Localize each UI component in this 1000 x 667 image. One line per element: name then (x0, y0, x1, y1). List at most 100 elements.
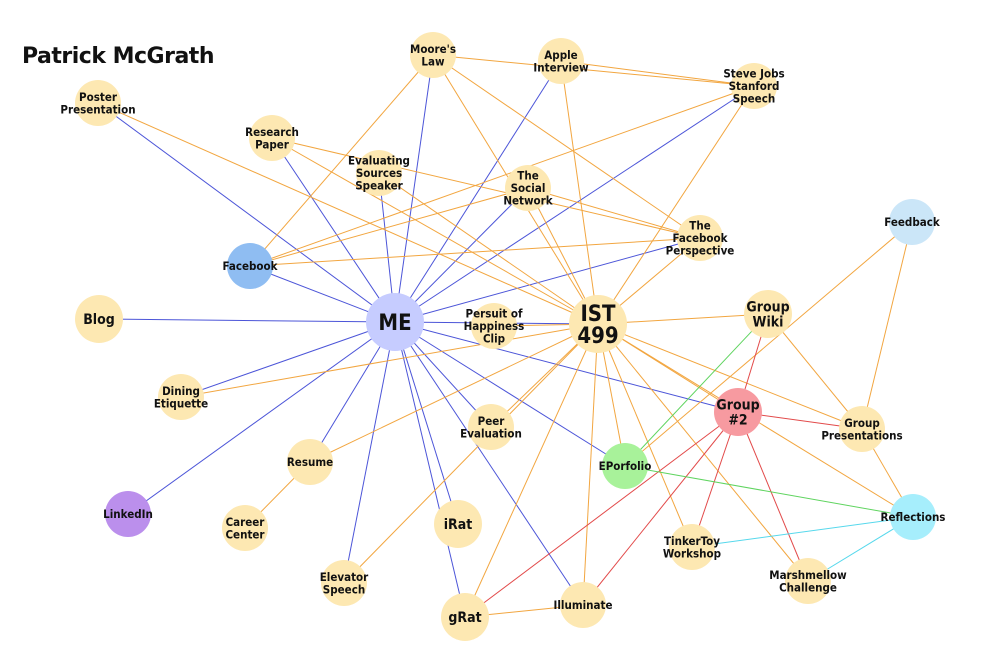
node-label-line: #2 (728, 413, 747, 429)
node-circle (249, 115, 295, 161)
node-label-line: Group (746, 300, 789, 316)
node-irat: iRat (434, 500, 482, 548)
edge-ist499-resume (309, 323, 599, 463)
node-label: EPorfolio (599, 459, 652, 473)
node-me: ME (366, 293, 424, 351)
edge-group2-illuminate (582, 411, 739, 606)
node-label: Reflections (881, 510, 946, 524)
node-label: Resume (287, 455, 333, 469)
node-label-line: IST (580, 302, 616, 327)
edge-moores_law-facebook (249, 54, 434, 267)
node-circle (731, 63, 777, 109)
edge-ist499-poster (97, 102, 599, 325)
node-label-line: Network (503, 194, 553, 208)
edge-ist499-apple_interview (560, 60, 599, 325)
node-label-line: Presentations (821, 428, 902, 442)
node-circle (410, 32, 456, 78)
edge-facebook-steve_jobs (249, 85, 755, 267)
node-circle (839, 406, 885, 452)
edge-eporfolio-group_wiki (624, 313, 769, 467)
node-feedback: Feedback (884, 199, 941, 245)
node-reflections: Reflections (881, 494, 946, 540)
node-circle (471, 303, 517, 349)
edge-feedback-group_pres (861, 221, 913, 430)
node-circle (569, 295, 627, 353)
node-label-line: The (517, 169, 538, 183)
edge-me-research_paper (271, 137, 396, 323)
node-label-line: Clip (483, 332, 505, 346)
edge-me-fb_perspective (394, 237, 701, 323)
node-circle (158, 374, 204, 420)
node-blog: Blog (75, 295, 123, 343)
node-label-line: Interview (533, 60, 589, 74)
node-label-line: Center (225, 527, 265, 541)
node-label-line: Speech (733, 92, 775, 106)
edge-me-steve_jobs (394, 85, 755, 323)
edge-me-blog (98, 318, 396, 323)
edge-me-grat (394, 321, 466, 618)
edge-me-poster (97, 102, 396, 323)
node-label: ME (378, 311, 411, 336)
node-illuminate: Illuminate (554, 582, 613, 628)
node-label: Feedback (884, 215, 941, 229)
node-label-line: Research (245, 125, 299, 139)
node-label-line: Speaker (355, 179, 403, 193)
edge-fb_perspective-facebook (249, 237, 701, 267)
node-label-line: Group (844, 416, 879, 430)
node-label-line: Group (716, 398, 759, 414)
edge-eporfolio-reflections (624, 465, 914, 518)
node-label-line: Evaluation (460, 426, 522, 440)
node-label: LinkedIn (103, 507, 153, 521)
node-label-line: Resume (287, 455, 333, 469)
node-label-line: Illuminate (554, 598, 613, 612)
node-label-line: Evaluating (348, 154, 410, 168)
page-title: Patrick McGrath (22, 44, 214, 69)
edge-group2-grat (464, 411, 739, 618)
edge-ist499-tinkertoy (597, 323, 693, 548)
node-label-line: Speech (323, 582, 365, 596)
node-label: Blog (83, 312, 115, 328)
edge-feedback-eporfolio (624, 221, 913, 467)
node-label-line: Elevator (320, 570, 369, 584)
node-label-line: EPorfolio (599, 459, 652, 473)
node-label-line: Apple (544, 48, 577, 62)
edge-ist499-steve_jobs (597, 85, 755, 325)
edge-me-apple_interview (394, 60, 562, 323)
edge-ist499-elevator (343, 323, 599, 584)
node-label-line: LinkedIn (103, 507, 153, 521)
node-circle (505, 165, 551, 211)
node-circle (602, 443, 648, 489)
edge-me-moores_law (394, 54, 434, 323)
node-circle (560, 582, 606, 628)
node-circle (677, 215, 723, 261)
node-circle (75, 295, 123, 343)
node-circle (227, 243, 273, 289)
node-label-line: Persuit of (466, 307, 523, 321)
node-circle (356, 150, 402, 196)
node-eporfolio: EPorfolio (599, 443, 652, 489)
node-label-line: Reflections (881, 510, 946, 524)
node-label-line: Law (421, 54, 445, 68)
node-label-line: Poster (79, 90, 118, 104)
node-circle (538, 38, 584, 84)
node-circle (714, 388, 762, 436)
